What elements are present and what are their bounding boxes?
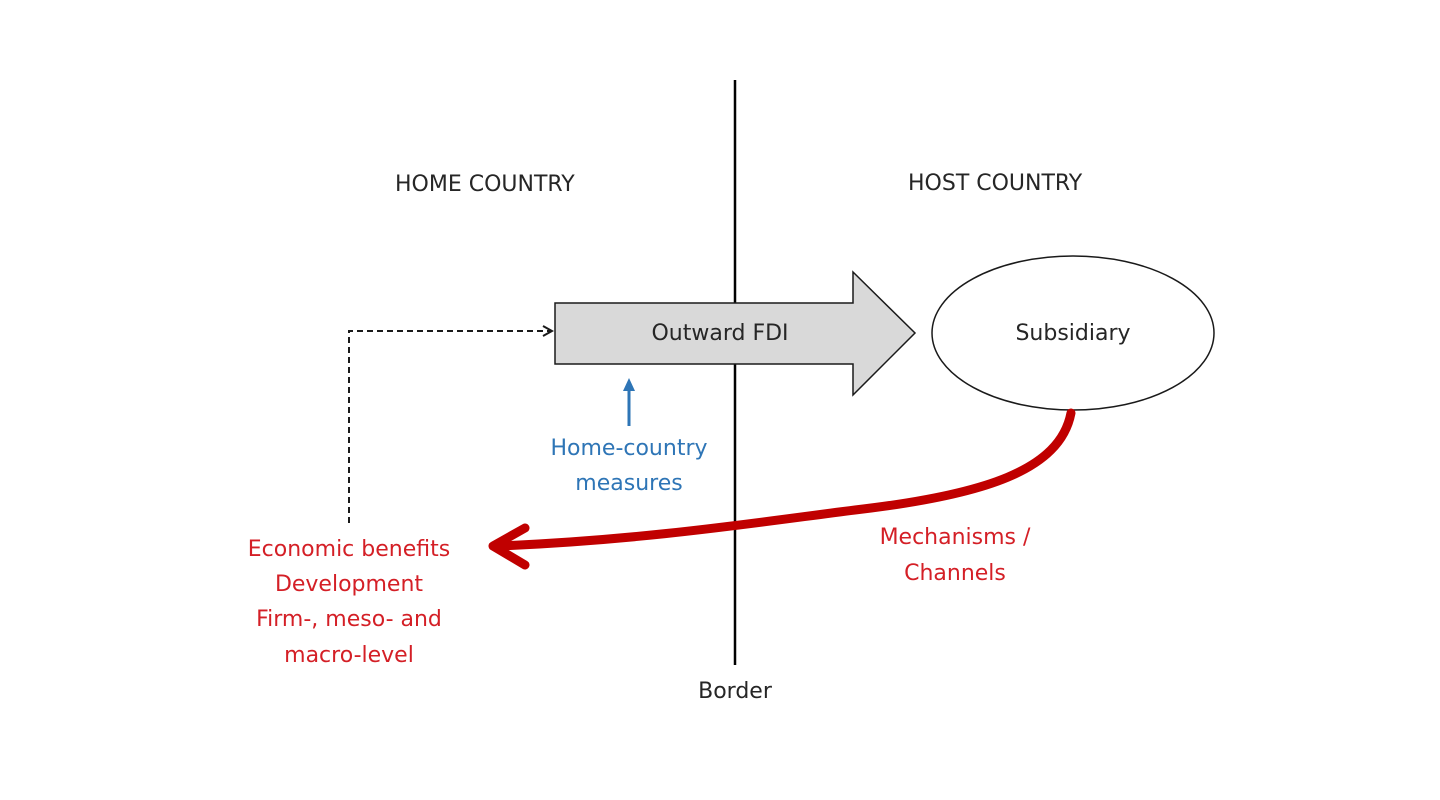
home-measures-line-1: Home-country — [550, 436, 708, 461]
outcome-line-1: Economic benefits — [247, 537, 451, 562]
home-measures-line-2: measures — [575, 471, 683, 496]
mechanisms-line-2: Channels — [904, 561, 1006, 586]
mechanisms-arrowhead — [488, 523, 530, 570]
subsidiary-label: Subsidiary — [1015, 321, 1131, 346]
host-country-label: HOST COUNTRY — [908, 171, 1083, 196]
outward-fdi-arrow — [554, 270, 917, 397]
mechanisms-line-1: Mechanisms / — [879, 525, 1031, 550]
outcome-line-2: Development — [274, 572, 424, 597]
outcome-line-4: macro-level — [284, 643, 414, 668]
feedback-dashed-arrow — [348, 331, 552, 523]
mechanisms-curve — [493, 408, 1076, 551]
outcome-line-3: Firm-, meso- and — [256, 607, 442, 632]
outward-fdi-label: Outward FDI — [651, 321, 789, 346]
border-label: Border — [698, 679, 772, 704]
home-country-label: HOME COUNTRY — [395, 172, 575, 197]
